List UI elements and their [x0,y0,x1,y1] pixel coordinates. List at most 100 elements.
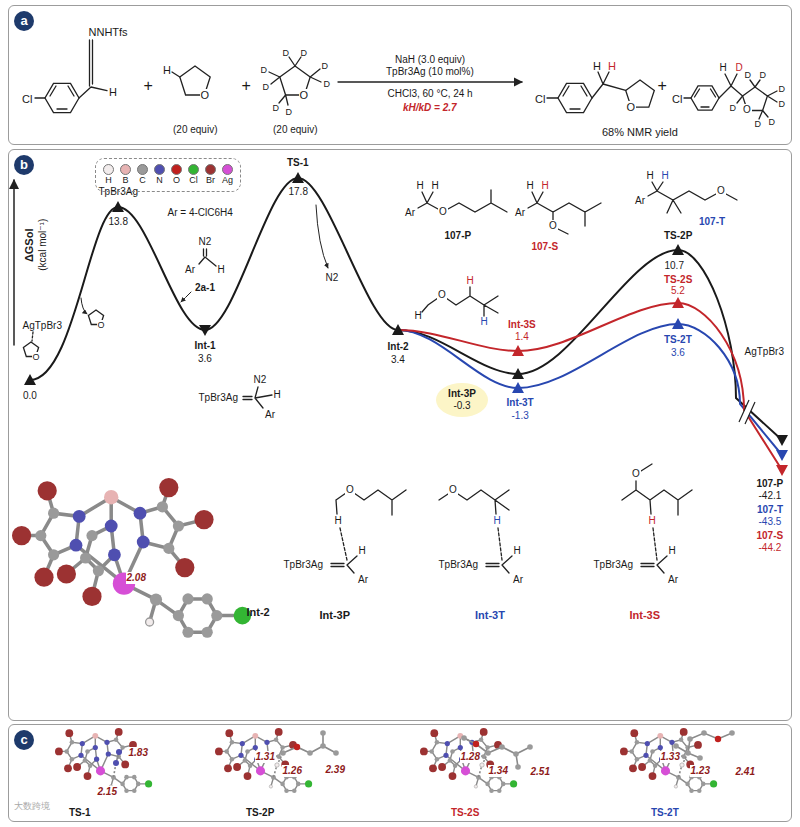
chem-label: Int-3T [507,397,534,409]
legend-text: N [156,175,163,186]
atom-swatch [120,164,131,175]
chem-label: 107-S [532,241,559,253]
chem-label: Ar [668,574,678,586]
state-label: Int-3P [448,388,476,400]
chem-label: H [720,62,727,74]
atom-swatch [103,164,114,175]
legend-item: H [103,164,114,186]
chem-label: H [415,310,422,322]
chem-label: TS-2S [451,807,479,819]
watermark: 大数跨境 [14,801,50,811]
legend-item: N [154,164,165,186]
chem-label: AgTpBr3 [23,320,62,332]
chem-label: N2 [254,374,267,386]
chem-label: H [593,60,601,73]
chem-label: O [345,484,355,496]
chem-label: Ar [635,195,645,207]
chem-label: D [760,70,767,80]
legend-item: Ag [222,164,233,186]
bond-distance: 1.23 [690,765,711,777]
chem-label: 107-T [699,216,725,228]
atom-swatch [137,164,148,175]
chem-label: D [736,62,743,74]
chem-label: O [200,89,211,102]
legend-text: O [173,175,180,186]
bond-distance: 1.31 [255,751,276,763]
chem-label: Cl [22,93,32,106]
chem-label: Int-1 [195,340,216,352]
chem-label: H [335,515,342,527]
chem-label: O [438,206,448,218]
chem-label: Ar [265,409,275,421]
chem-label: 107-P [757,478,784,490]
chem-label: Ar [185,264,195,276]
chem-label: + [144,77,153,95]
legend-text: Ag [222,175,233,186]
chem-label: -1.3 [512,410,529,422]
chem-label: TpBr3Ag [199,392,238,404]
chem-label: 17.8 [289,186,308,198]
chem-label: -44.2 [759,542,782,554]
bond-distance: 1.33 [660,751,681,763]
chem-label: -43.5 [759,516,782,528]
chem-label: H [359,545,366,557]
panel-frame: c [8,724,792,822]
chem-label: 107-P [445,230,472,242]
chem-label: TS-2T [651,807,679,819]
chem-label: TpBr3Ag [594,559,633,571]
chem-label: 13.8 [109,216,128,228]
atom-legend: HBCNOClBrAg [95,158,241,192]
chem-label: Ar [405,207,415,219]
chem-label: D [730,103,737,113]
chem-label: O [548,220,558,232]
chem-label: H [274,389,281,401]
chem-label: O [626,101,637,114]
chem-label: Int-3S [508,319,536,331]
chem-label: H [494,515,501,527]
legend-text: B [122,175,128,186]
legend-text: Cl [189,175,198,186]
legend-item: B [120,164,131,186]
chem-label: H [432,180,439,192]
chem-label: D [301,48,308,58]
chem-label: H [669,545,676,557]
chem-label: Int-3T [475,609,505,622]
chem-label: H [467,275,474,287]
bond-distance: 1.26 [282,765,303,777]
chem-label: O [742,104,752,116]
chem-label: 2a-1 [195,282,215,294]
chem-label: H [481,316,488,328]
legend-item: O [171,164,182,186]
chem-label: H [109,86,117,99]
chem-label: O [437,289,447,301]
chem-label: 3.4 [391,354,405,366]
panel-frame: a [8,5,792,145]
chem-label: Cl [672,93,682,106]
chem-label: D [273,103,280,113]
chem-label: TS-2T [664,334,692,346]
chem-label: O [97,320,106,330]
legend-text: C [139,175,146,186]
chem-label: D [322,61,329,71]
state-bubble: Int-3P-0.3 [436,383,488,417]
chem-label: D [745,70,752,80]
chem-label: H [514,545,521,557]
chem-label: TS-1 [69,807,91,819]
chem-label: N2 [326,272,339,284]
chem-label: TS-1 [287,157,309,169]
chem-label: O [299,89,310,102]
chem-label: Cl [535,93,545,106]
chem-label: H [218,264,225,276]
legend-item: C [137,164,148,186]
chem-label: ΔGSol [23,228,36,262]
chem-label: O [32,352,41,362]
bond-distance: 2.41 [735,766,756,778]
chem-label: H [647,170,654,182]
bond-distance: 2.51 [530,766,551,778]
chem-label: Int-2 [247,606,270,619]
chem-label: H [662,170,669,182]
chem-label: D [755,119,762,129]
chem-label: 107-S [757,530,784,542]
